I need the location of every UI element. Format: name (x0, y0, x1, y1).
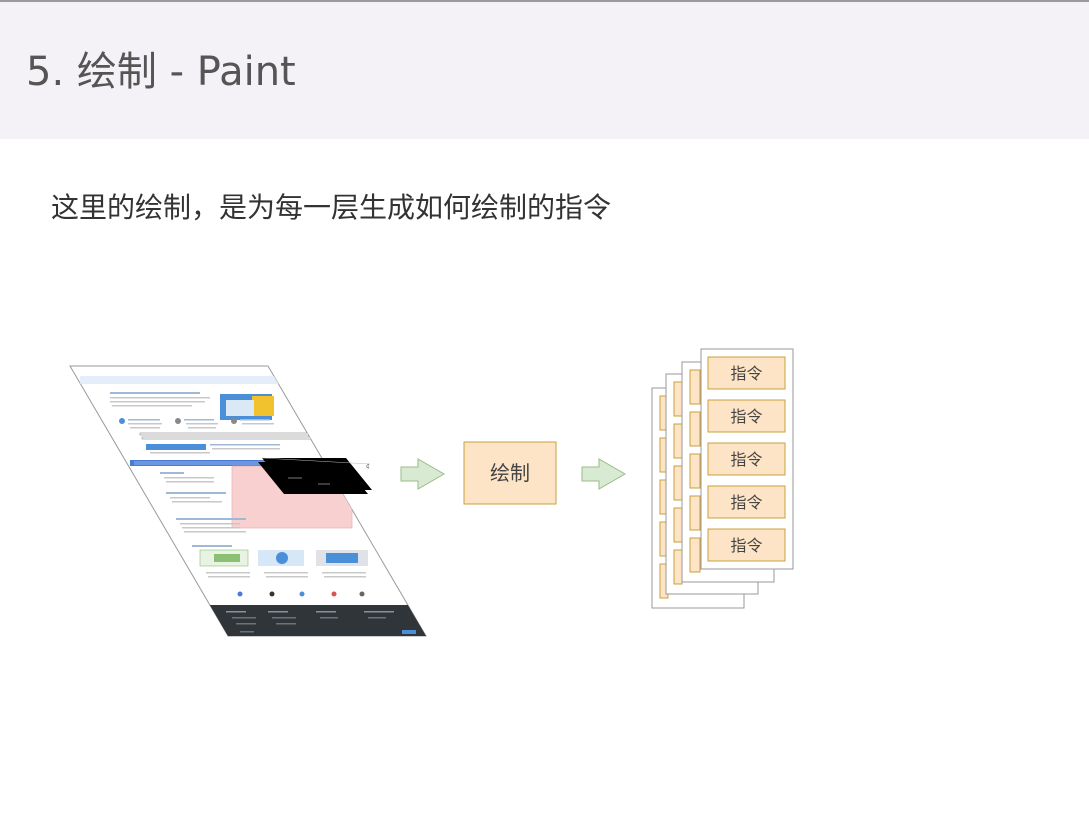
instruction-label: 指令 (730, 364, 762, 383)
instruction-label: 指令 (730, 407, 762, 426)
slide-title: 5. 绘制 - Paint (26, 49, 296, 95)
webpage-layers-illustration: ¢ (69, 365, 427, 637)
instruction-label: 指令 (730, 536, 762, 555)
instruction-label: 指令 (730, 493, 762, 512)
paint-process-label: 绘制 (490, 461, 530, 485)
page-info-bar (80, 376, 290, 384)
page-footer (200, 605, 426, 636)
top-rule (0, 0, 1089, 2)
instruction-item: 指令 (707, 399, 786, 433)
arrow-right-icon (581, 458, 627, 490)
instruction-card-stack: 指令 指令 指令 指令 指令 (651, 348, 794, 609)
black-layer-front (258, 462, 368, 494)
title-bar: 5. 绘制 - Paint (0, 2, 1089, 139)
instruction-label: 指令 (730, 450, 762, 469)
slide-subtitle: 这里的绘制，是为每一层生成如何绘制的指令 (51, 191, 612, 224)
instruction-item: 指令 (707, 442, 786, 476)
paint-process-box: 绘制 (463, 441, 557, 505)
instruction-item: 指令 (707, 528, 786, 562)
svg-text:¢: ¢ (366, 463, 370, 470)
instruction-item: 指令 (707, 485, 786, 519)
arrow-right-icon (400, 458, 446, 490)
instruction-item: 指令 (707, 356, 786, 390)
